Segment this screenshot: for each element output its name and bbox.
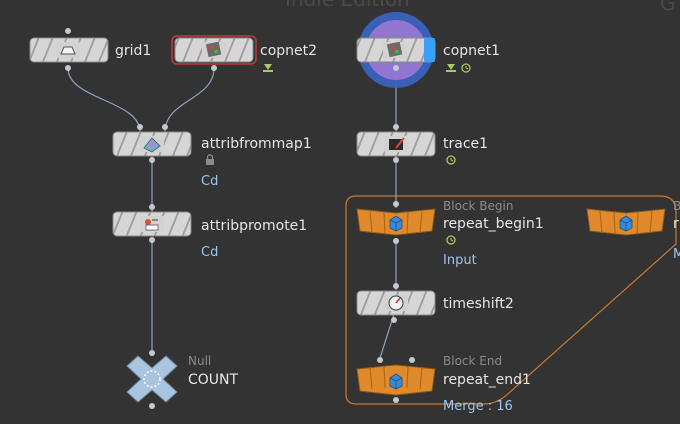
null-cross-icon[interactable] (126, 355, 178, 403)
lock-icon (206, 154, 214, 165)
attribute-promote-icon (145, 219, 159, 231)
node-note: Input (443, 253, 477, 268)
cop-network-icon (205, 41, 222, 58)
timer-icon (461, 63, 471, 73)
node-name: grid1 (115, 43, 151, 59)
node-name: attribpromote1 (201, 218, 307, 234)
node-repeat-begin1[interactable]: Block Begin repeat_begin1 Input (356, 199, 544, 268)
node-attribpromote1[interactable]: attribpromote1 Cd (112, 204, 307, 260)
output-connector[interactable] (211, 65, 217, 71)
node-count[interactable]: Null COUNT (126, 350, 239, 409)
node-category: Block End (443, 354, 502, 368)
input-connector-2[interactable] (409, 357, 415, 363)
timer-icon (446, 155, 456, 165)
output-connector[interactable] (393, 397, 399, 403)
node-name: attribfrommap1 (201, 136, 312, 152)
node-attribfrommap1[interactable]: attribfrommap1 Cd (112, 124, 312, 189)
node-timeshift2[interactable]: timeshift2 (356, 283, 514, 323)
block-cube-icon (389, 373, 403, 390)
output-connector[interactable] (393, 157, 399, 163)
node-note: Merge : 16 (443, 399, 513, 414)
pencil-trace-icon (389, 137, 405, 150)
input-connector-1[interactable] (377, 357, 383, 363)
input-connector[interactable] (149, 204, 155, 210)
node-name: timeshift2 (443, 296, 514, 312)
wire-copnet2-attribfrommap1 (164, 67, 215, 133)
input-connector-2[interactable] (162, 124, 168, 130)
gauge-icon (388, 295, 404, 311)
node-name: repeat_begin1 (443, 216, 544, 232)
render-flag-icon (263, 64, 273, 72)
node-name: repeat_end1 (443, 372, 531, 388)
output-connector[interactable] (149, 237, 155, 243)
node-category: Block Begin (443, 199, 513, 213)
display-flag[interactable] (424, 38, 435, 62)
input-connector[interactable] (65, 28, 71, 34)
plane-icon (60, 46, 76, 55)
node-note: Cd (201, 174, 218, 189)
output-connector[interactable] (393, 238, 399, 244)
output-connector[interactable] (393, 65, 399, 71)
output-connector[interactable] (65, 65, 71, 71)
input-connector[interactable] (393, 124, 399, 130)
watermark-edition: Indie Edition (285, 0, 410, 11)
output-connector[interactable] (149, 157, 155, 163)
watermark-corner: G (660, 0, 676, 15)
wire-grid1-attribfrommap1 (67, 67, 141, 133)
node-trace1[interactable]: trace1 (356, 124, 488, 165)
attribute-map-icon (143, 137, 161, 153)
cop-network-icon (386, 41, 403, 58)
selected-outline (171, 35, 257, 65)
render-flag-icon (446, 64, 456, 72)
node-category: Null (188, 354, 211, 368)
node-grid1[interactable]: grid1 (29, 28, 151, 71)
timer-icon (446, 235, 456, 245)
node-note: Cd (201, 245, 218, 260)
node-note: M (673, 247, 680, 262)
node-name: trace1 (443, 136, 488, 152)
input-connector[interactable] (393, 201, 399, 207)
node-repeat-end1[interactable]: Block End repeat_end1 Merge : 16 (356, 354, 531, 414)
node-repeat-begin-clone[interactable]: B r M (586, 199, 680, 262)
output-connector[interactable] (391, 317, 397, 323)
input-connector[interactable] (393, 283, 399, 289)
output-connector[interactable] (149, 403, 155, 409)
input-connector[interactable] (149, 350, 155, 356)
node-category: B (673, 199, 680, 213)
node-name: COUNT (188, 372, 239, 388)
repeat-block-outline (345, 195, 677, 405)
block-cube-icon (389, 215, 403, 232)
input-connector-1[interactable] (137, 124, 143, 130)
node-name: r (673, 216, 679, 232)
node-name: copnet1 (443, 43, 500, 59)
node-name: copnet2 (260, 43, 317, 59)
block-cube-icon (619, 215, 633, 232)
node-copnet2[interactable]: copnet2 (171, 35, 317, 72)
node-copnet1[interactable]: copnet1 (356, 12, 500, 88)
